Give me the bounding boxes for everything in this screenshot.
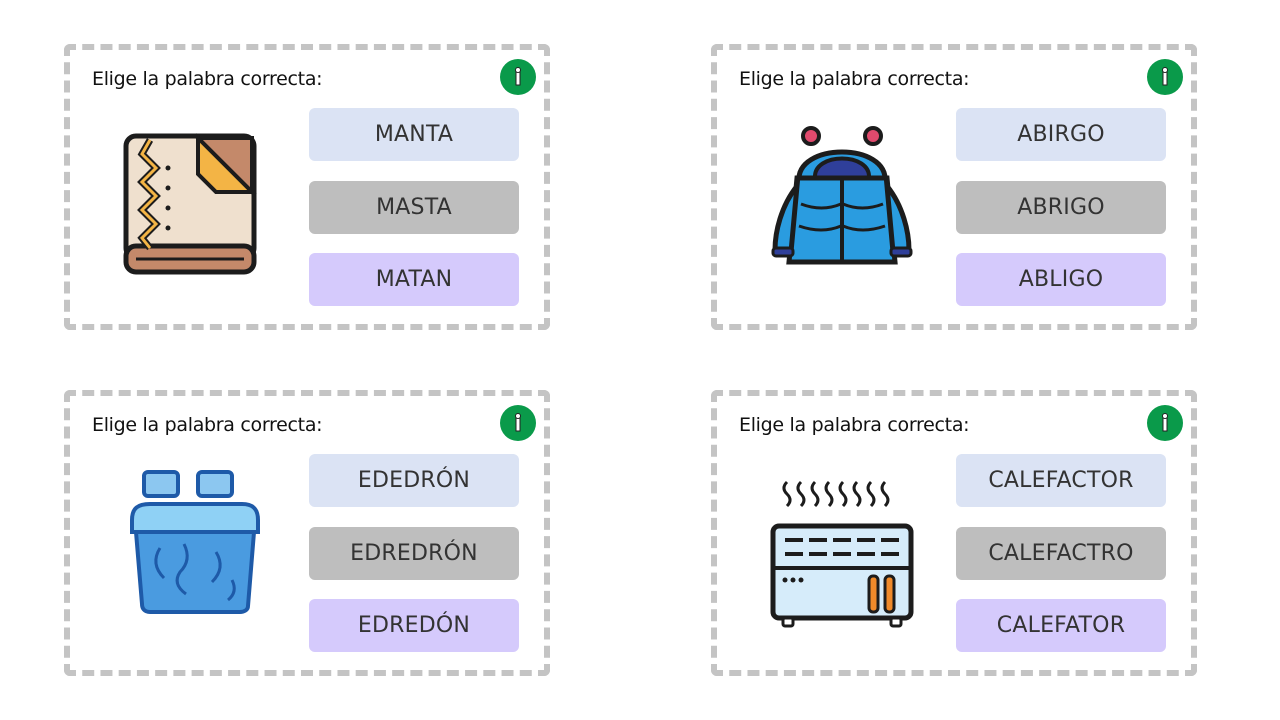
answer-option[interactable]: EDREDÓN	[309, 599, 519, 652]
quiz-card-coat: Elige la palabra correcta: ABIRGO ABRIGO…	[711, 44, 1197, 330]
brand-logo-icon	[500, 405, 536, 441]
answer-option[interactable]: EDEDRÓN	[309, 454, 519, 507]
duvet-icon	[120, 468, 270, 628]
quiz-card-heater: Elige la palabra correcta: CALEFACTOR	[711, 390, 1197, 676]
answer-option[interactable]: MATAN	[309, 253, 519, 306]
answer-option[interactable]: MANTA	[309, 108, 519, 161]
answer-option[interactable]: ABRIGO	[956, 181, 1166, 234]
answer-option[interactable]: MASTA	[309, 181, 519, 234]
blanket-icon	[120, 122, 270, 282]
answer-option[interactable]: CALEFACTRO	[956, 527, 1166, 580]
quiz-card-blanket: Elige la palabra correcta: MANTA MASTA M…	[64, 44, 550, 330]
answer-option[interactable]: CALEFACTOR	[956, 454, 1166, 507]
heater-icon	[767, 468, 917, 628]
card-instruction: Elige la palabra correcta:	[739, 414, 970, 436]
quiz-card-duvet: Elige la palabra correcta: EDEDRÓN EDRED…	[64, 390, 550, 676]
brand-logo-icon	[1147, 59, 1183, 95]
answer-option[interactable]: CALEFATOR	[956, 599, 1166, 652]
card-instruction: Elige la palabra correcta:	[739, 68, 970, 90]
card-instruction: Elige la palabra correcta:	[92, 414, 323, 436]
answer-option[interactable]: ABLIGO	[956, 253, 1166, 306]
brand-logo-icon	[500, 59, 536, 95]
answer-option[interactable]: EDREDRÓN	[309, 527, 519, 580]
coat-icon	[767, 122, 917, 282]
brand-logo-icon	[1147, 405, 1183, 441]
card-instruction: Elige la palabra correcta:	[92, 68, 323, 90]
answer-option[interactable]: ABIRGO	[956, 108, 1166, 161]
